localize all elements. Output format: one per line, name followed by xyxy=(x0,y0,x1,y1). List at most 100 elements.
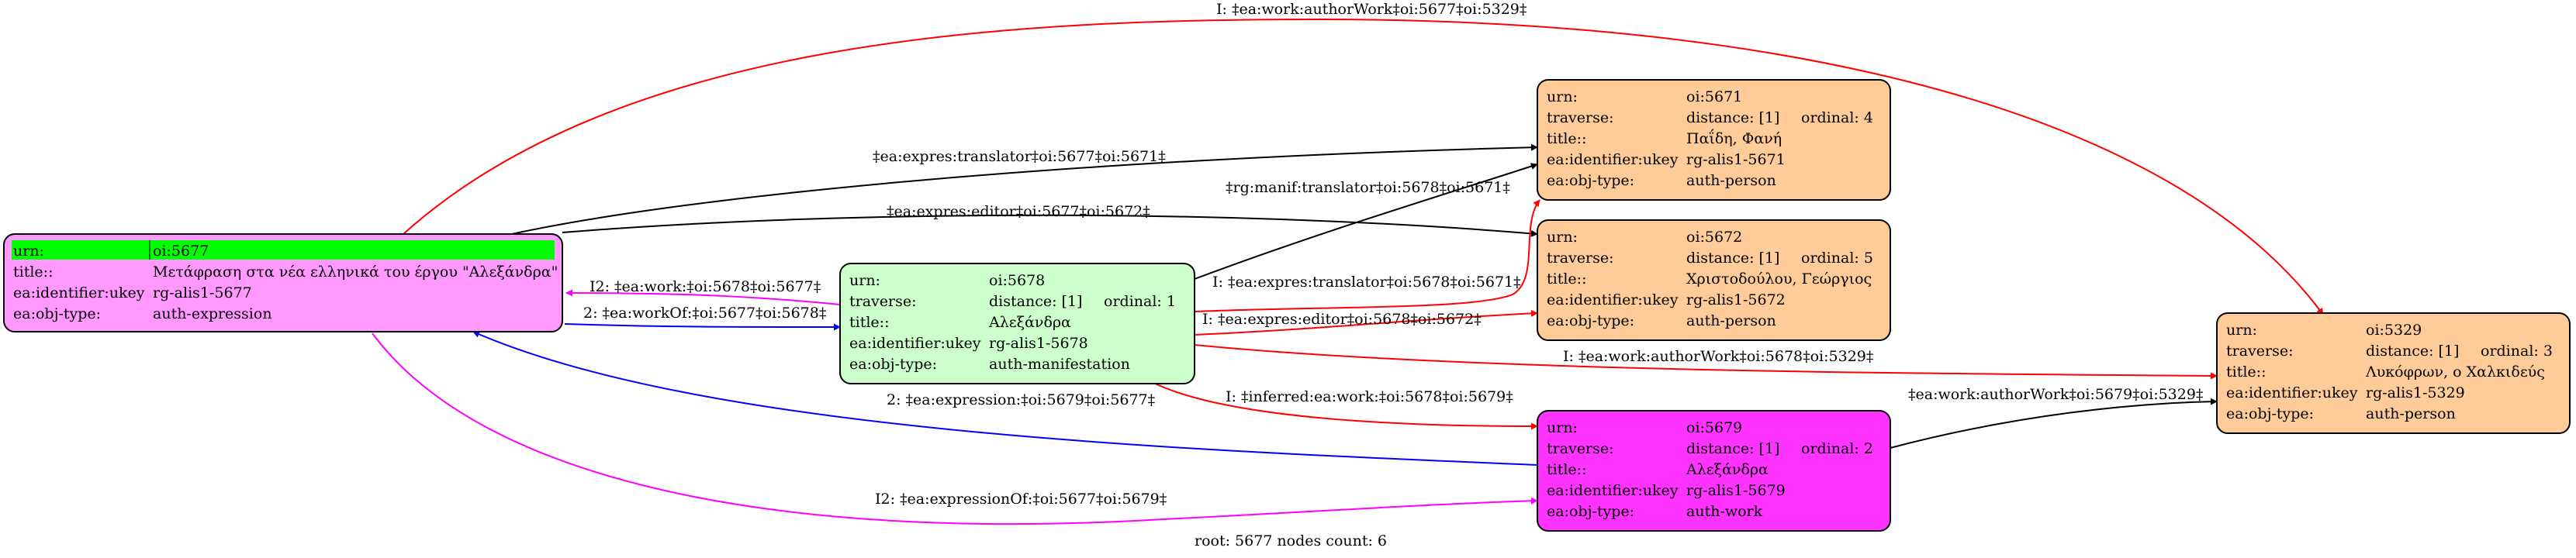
node-oi-5677-cell: rg-alis1-5677 xyxy=(153,284,252,301)
node-oi-5671-cell: urn: xyxy=(1547,88,1578,105)
node-oi-5678-cell: ordinal: 1 xyxy=(1104,293,1176,310)
edge-label-5677-translator-5671: ‡ea:expres:translator‡oi:5677‡oi:5671‡ xyxy=(873,148,1166,165)
edge-label-5678-manif-translator-5671: ‡rg:manif:translator‡oi:5678‡oi:5671‡ xyxy=(1226,179,1510,196)
node-oi-5329-cell: ea:obj-type: xyxy=(2226,405,2314,422)
node-oi-5671-cell: ordinal: 4 xyxy=(1801,109,1873,126)
node-oi-5671-cell: ea:identifier:ukey xyxy=(1547,151,1679,168)
node-oi-5679[interactable]: urn: oi:5679 traverse: distance: [1] ordinal… xyxy=(1537,410,1891,532)
node-oi-5672-cell: ea:identifier:ukey xyxy=(1547,291,1679,308)
node-oi-5672-cell: Χριστοδούλου, Γεώργιος xyxy=(1686,270,1872,288)
node-oi-5329-cell: distance: [1] xyxy=(2366,343,2459,360)
edge-5678-authorwork-5329 xyxy=(1194,344,2218,380)
node-oi-5678-cell: Αλεξάνδρα xyxy=(988,314,1071,331)
node-oi-5329-cell: title:: xyxy=(2226,363,2266,381)
edge-5678-work-5677 xyxy=(565,289,841,305)
node-oi-5678-cell: rg-alis1-5678 xyxy=(989,335,1088,352)
node-oi-5679-cell: rg-alis1-5679 xyxy=(1686,482,1786,499)
node-oi-5679-cell: urn: xyxy=(1547,419,1578,436)
edge-labels: I: ‡ea:work:authorWork‡oi:5677‡oi:5329‡ … xyxy=(583,1,2203,508)
node-oi-5672-cell: oi:5672 xyxy=(1686,229,1742,246)
node-oi-5677-cell: auth-expression xyxy=(153,305,272,322)
edge-label-5678-expres-editor-5672: I: ‡ea:expres:editor‡oi:5678‡oi:5672‡ xyxy=(1202,311,1482,328)
node-oi-5329-box xyxy=(2216,312,2571,434)
node-oi-5678-cell: urn: xyxy=(849,272,880,289)
node-oi-5671-cell: oi:5671 xyxy=(1686,88,1742,105)
node-oi-5672-cell: rg-alis1-5672 xyxy=(1686,291,1786,308)
node-oi-5672-cell: ea:obj-type: xyxy=(1547,312,1634,329)
edge-5678-inferred-5679 xyxy=(1151,381,1538,430)
node-oi-5672-cell: ordinal: 5 xyxy=(1801,250,1873,267)
node-oi-5672[interactable]: urn: oi:5672 traverse: distance: [1] ordinal… xyxy=(1537,219,1891,341)
node-oi-5678-cell: title:: xyxy=(849,314,889,331)
node-oi-5329-cell: auth-person xyxy=(2366,405,2456,422)
edge-5679-authorwork-5329 xyxy=(1890,398,2218,449)
node-oi-5679-cell: distance: [1] xyxy=(1686,440,1779,457)
edge-label-5679-authorwork-5329: ‡ea:work:authorWork‡oi:5679‡oi:5329‡ xyxy=(1908,386,2203,403)
node-oi-5672-cell: title:: xyxy=(1547,270,1586,288)
node-oi-5679-cell: title:: xyxy=(1547,461,1586,478)
edges xyxy=(372,18,2324,525)
node-oi-5677-cell: ea:obj-type: xyxy=(13,305,101,322)
node-oi-5671-box xyxy=(1537,79,1891,201)
graph-footer-summary: root: 5677 nodes count: 6 xyxy=(1195,532,1387,549)
node-oi-5677-cell: title:: xyxy=(13,264,53,281)
node-oi-5329-cell: oi:5329 xyxy=(2366,322,2422,339)
node-oi-5679-cell: auth-work xyxy=(1686,503,1763,520)
node-oi-5679-box xyxy=(1537,410,1891,532)
node-oi-5677-cell: ea:identifier:ukey xyxy=(13,284,145,301)
node-oi-5679-cell: ea:obj-type: xyxy=(1547,503,1634,520)
node-oi-5679-cell: Αλεξάνδρα xyxy=(1686,461,1769,478)
node-oi-5671-cell: distance: [1] xyxy=(1686,109,1779,126)
node-oi-5678-cell: ea:identifier:ukey xyxy=(849,335,981,352)
node-oi-5679-cell: oi:5679 xyxy=(1686,419,1742,436)
node-oi-5672-cell: urn: xyxy=(1547,229,1578,246)
node-oi-5671-cell: title:: xyxy=(1547,130,1586,147)
edge-5678-expres-translator-5671 xyxy=(1194,199,1540,312)
node-oi-5678-cell: distance: [1] xyxy=(989,293,1082,310)
edge-5677-translator-5671 xyxy=(511,143,1538,235)
node-oi-5678-cell: auth-manifestation xyxy=(989,356,1130,373)
node-oi-5678-cell: ea:obj-type: xyxy=(849,356,937,373)
node-oi-5679-cell: ordinal: 2 xyxy=(1801,440,1873,457)
edge-label-5677-authorwork-5329: I: ‡ea:work:authorWork‡oi:5677‡oi:5329‡ xyxy=(1216,1,1527,18)
node-oi-5677-cell: oi:5677 xyxy=(153,243,209,260)
node-oi-5678[interactable]: urn: oi:5678 traverse: distance: [1] ordinal… xyxy=(839,263,1195,384)
node-oi-5679-cell: traverse: xyxy=(1547,440,1614,457)
node-oi-5329-cell: traverse: xyxy=(2226,343,2294,360)
edge-5677-editor-5672 xyxy=(562,214,1538,237)
edge-label-5679-expression-5677: 2: ‡ea:expression:‡oi:5679‡oi:5677‡ xyxy=(887,391,1155,408)
edge-label-5677-workof-5678: 2: ‡ea:workOf:‡oi:5677‡oi:5678‡ xyxy=(583,305,826,322)
node-oi-5329-cell: ea:identifier:ukey xyxy=(2226,384,2358,401)
node-oi-5671[interactable]: urn: oi:5671 traverse: distance: [1] ordinal… xyxy=(1537,79,1891,201)
node-oi-5678-cell: traverse: xyxy=(849,293,917,310)
node-oi-5329-cell: ordinal: 3 xyxy=(2481,343,2553,360)
node-oi-5329-cell: rg-alis1-5329 xyxy=(2366,384,2465,401)
edge-5678-manif-translator-5671 xyxy=(1194,163,1538,280)
node-oi-5672-cell: traverse: xyxy=(1547,250,1614,267)
edge-5677-expressionof-5679 xyxy=(372,332,1538,525)
node-oi-5672-cell: distance: [1] xyxy=(1686,250,1779,267)
node-oi-5678-box xyxy=(839,263,1195,384)
node-oi-5329[interactable]: urn: oi:5329 traverse: distance: [1] ordinal… xyxy=(2216,312,2571,434)
node-oi-5678-cell: oi:5678 xyxy=(989,272,1045,289)
edge-label-5678-expres-translator-5671: I: ‡ea:expres:translator‡oi:5678‡oi:5671… xyxy=(1212,274,1521,291)
node-oi-5671-cell: rg-alis1-5671 xyxy=(1686,151,1786,168)
edge-5678-expres-editor-5672 xyxy=(1194,309,1538,336)
root-highlight-row xyxy=(12,240,555,260)
node-oi-5679-cell: ea:identifier:ukey xyxy=(1547,482,1679,499)
edge-label-5678-inferred-5679: I: ‡inferred:ea:work:‡oi:5678‡oi:5679‡ xyxy=(1226,388,1513,405)
node-oi-5671-cell: traverse: xyxy=(1547,109,1614,126)
edge-label-5677-expressionof-5679: I2: ‡ea:expressionOf:‡oi:5677‡oi:5679‡ xyxy=(875,491,1167,508)
edge-5677-workof-5678 xyxy=(564,323,841,331)
edge-5677-authorwork-5329 xyxy=(403,18,2324,315)
edge-label-5678-authorwork-5329: I: ‡ea:work:authorWork‡oi:5678‡oi:5329‡ xyxy=(1563,348,1873,365)
node-oi-5671-cell: Παΐδη, Φανή xyxy=(1686,128,1782,147)
node-oi-5672-cell: auth-person xyxy=(1686,312,1776,329)
node-oi-5672-box xyxy=(1537,219,1891,341)
edge-label-5677-editor-5672: ‡ea:expres:editor‡oi:5677‡oi:5672‡ xyxy=(887,203,1150,220)
node-oi-5671-cell: ea:obj-type: xyxy=(1547,172,1634,189)
node-oi-5329-cell: urn: xyxy=(2226,322,2257,339)
